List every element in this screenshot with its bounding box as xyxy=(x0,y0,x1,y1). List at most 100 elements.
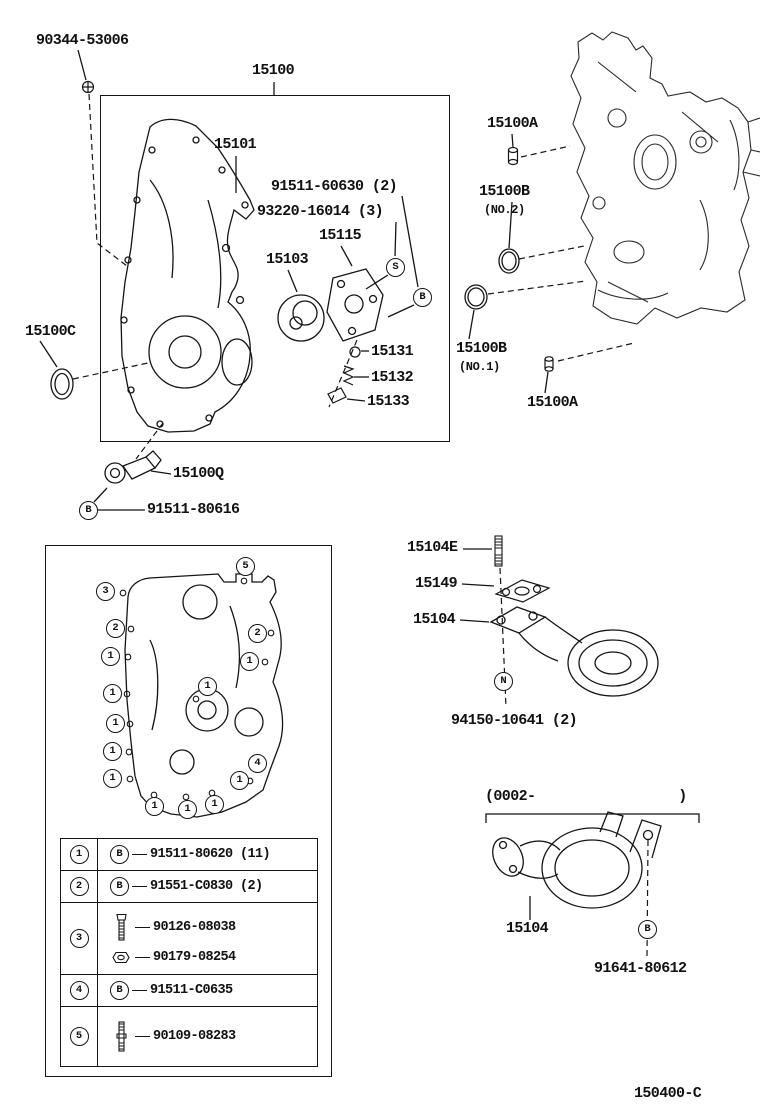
part-label-15100Q: 15100Q xyxy=(173,465,224,482)
part-label-15131: 15131 xyxy=(371,343,414,360)
part-label-15100B-no2: 15100B xyxy=(479,183,530,200)
part-label-91641-80612: 91641-80612 xyxy=(594,960,687,977)
stud-15104e-illustration xyxy=(494,535,503,567)
bolt-marker-1: 1 xyxy=(103,769,122,788)
part-label-15100C: 15100C xyxy=(25,323,76,340)
legend-part-number: 91551-C0830 (2) xyxy=(150,879,263,894)
leader-dash xyxy=(135,1036,150,1037)
legend-num-cell: 3 xyxy=(61,903,98,974)
figure-number: 150400-C xyxy=(634,1085,702,1102)
bolt-marker-1: 1 xyxy=(198,677,217,696)
front-seal-illustration xyxy=(50,368,74,400)
date-range-label: (0002- ) xyxy=(485,788,687,805)
callout-bolt-B-strainer: B xyxy=(638,920,657,939)
legend-marker-5: 5 xyxy=(69,1027,89,1046)
legend-part-number: 91511-80620 (11) xyxy=(150,847,271,862)
gasket-15149-illustration xyxy=(494,579,551,603)
note-no2: (NO.2) xyxy=(484,203,525,217)
part-label-15133: 15133 xyxy=(367,393,410,410)
bolt-marker-2: 2 xyxy=(248,624,267,643)
leader-dash xyxy=(132,854,147,855)
legend-num-cell: 2 xyxy=(61,871,98,902)
bolt-marker-1: 1 xyxy=(178,800,197,819)
legend-row-3: 3 90126-08038 xyxy=(61,903,317,975)
hex-bolt-icon xyxy=(110,913,132,943)
oring-no2-illustration xyxy=(498,248,520,274)
stud-icon xyxy=(110,1020,132,1054)
oil-pump-rotor-illustration xyxy=(277,294,325,342)
main-assembly-box xyxy=(100,95,450,442)
part-label-91511-60630: 91511-60630 (2) xyxy=(271,178,398,195)
legend-part-number: 91511-C0635 xyxy=(150,983,233,998)
part-label-15101: 15101 xyxy=(214,136,257,153)
legend-marker-2: 2 xyxy=(69,877,89,896)
screw-90344-illustration xyxy=(81,80,95,94)
leader-dash xyxy=(132,886,147,887)
part-label-15104E: 15104E xyxy=(407,539,458,556)
oil-strainer-0002-illustration xyxy=(492,811,662,909)
bolt-marker-1: 1 xyxy=(101,647,120,666)
bolt-marker-1: 1 xyxy=(205,795,224,814)
circled-b-icon: B xyxy=(110,845,129,864)
bolt-layout-box xyxy=(45,545,332,1077)
circled-b-icon: B xyxy=(110,877,129,896)
callout-screw-S: S xyxy=(386,258,405,277)
oil-pump-cover-illustration xyxy=(326,268,384,342)
leader-dash xyxy=(135,956,150,958)
bolt-marker-1: 1 xyxy=(145,797,164,816)
callout-nut-N: N xyxy=(494,672,513,691)
part-label-15103: 15103 xyxy=(266,251,309,268)
crank-sensor-illustration xyxy=(104,450,162,484)
legend-part-number: 90179-08254 xyxy=(153,949,236,965)
legend-num-cell: 1 xyxy=(61,839,98,870)
legend-marker-3: 3 xyxy=(69,929,89,948)
legend-marker-1: 1 xyxy=(69,845,89,864)
bolt-marker-2: 2 xyxy=(106,619,125,638)
part-label-15104: 15104 xyxy=(413,611,456,628)
legend-part-number: 90126-08038 xyxy=(153,920,236,935)
bolt-marker-1: 1 xyxy=(103,742,122,761)
part-label-15100B-no1: 15100B xyxy=(456,340,507,357)
legend-row-2: 2 B 91551-C0830 (2) xyxy=(61,871,317,903)
part-label-93220-16014: 93220-16014 (3) xyxy=(257,203,384,220)
leader-dash xyxy=(135,927,150,928)
bolt-marker-5: 5 xyxy=(236,557,255,576)
bolt-marker-1: 1 xyxy=(230,771,249,790)
leader-dash xyxy=(132,990,147,991)
part-label-15100A-upper: 15100A xyxy=(487,115,538,132)
legend-row-4: 4 B 91511-C0635 xyxy=(61,975,317,1007)
part-label-15115: 15115 xyxy=(319,227,362,244)
legend-num-cell: 5 xyxy=(61,1007,98,1066)
timing-cover-illustration xyxy=(120,118,255,433)
part-label-90344-53006: 90344-53006 xyxy=(36,32,129,49)
legend-row-5: 5 90109-08283 xyxy=(61,1007,317,1066)
circled-b-icon: B xyxy=(110,981,129,1000)
oring-no1-illustration xyxy=(464,284,488,310)
relief-valve-illustration xyxy=(327,346,361,404)
leader-lines xyxy=(39,49,700,920)
legend-num-cell: 4 xyxy=(61,975,98,1006)
bolt-marker-1: 1 xyxy=(240,652,259,671)
bolt-marker-1: 1 xyxy=(103,684,122,703)
bolt-marker-1: 1 xyxy=(106,714,125,733)
part-label-15104-variant: 15104 xyxy=(506,920,549,937)
fastener-legend-table: 1 B 91511-80620 (11) 2 B 91551-C0830 (2) xyxy=(60,838,318,1067)
part-label-15132: 15132 xyxy=(371,369,414,386)
bolt-marker-3: 3 xyxy=(96,582,115,601)
plug-upper-illustration xyxy=(507,146,519,166)
flange-nut-icon xyxy=(110,951,132,964)
part-label-15149: 15149 xyxy=(415,575,458,592)
part-label-91511-80616: 91511-80616 xyxy=(147,501,240,518)
legend-marker-4: 4 xyxy=(69,981,89,1000)
bolt-marker-4: 4 xyxy=(248,754,267,773)
engine-block-illustration xyxy=(570,31,760,325)
callout-bolt-B-pump: B xyxy=(413,288,432,307)
note-no1: (NO.1) xyxy=(459,360,500,374)
callout-bolt-B-sensor: B xyxy=(79,501,98,520)
part-label-15100: 15100 xyxy=(252,62,295,79)
legend-row-1: 1 B 91511-80620 (11) xyxy=(61,839,317,871)
legend-part-number: 90109-08283 xyxy=(153,1029,236,1044)
part-label-15100A-lower: 15100A xyxy=(527,394,578,411)
